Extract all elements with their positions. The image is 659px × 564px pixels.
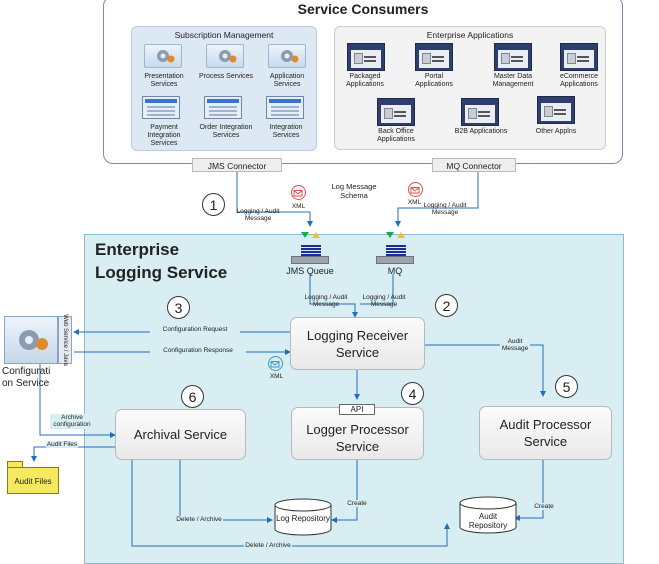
subscription-management-title: Subscription Management	[174, 30, 274, 40]
step-1-marker: 1	[202, 193, 225, 216]
log-message-schema-label: Log Message Schema	[331, 182, 377, 200]
configuration-service-icon	[4, 316, 58, 364]
application-window-icon	[560, 43, 598, 71]
configuration-request-label: Configuration Request	[150, 326, 240, 334]
enterprise-applications-title: Enterprise Applications	[426, 30, 514, 40]
audit-message-label: Audit Message	[500, 338, 530, 353]
application-window-icon	[461, 98, 499, 126]
archival-service[interactable]: Archival Service	[115, 409, 246, 460]
master-data-management-label: Master Data Management	[492, 73, 534, 89]
ecommerce-applications-label: eCommerce Applications	[559, 73, 599, 89]
audit-repository-cylinder	[459, 496, 517, 534]
jms-queue-label: JMS Queue	[286, 266, 334, 276]
screen-icon	[142, 96, 180, 119]
folder-icon	[7, 461, 23, 468]
web-service-interface: Web Service / Java	[58, 314, 72, 366]
audit-processor-service[interactable]: Audit Processor Service	[479, 406, 612, 460]
back-office-applications-label: Back Office Applications	[377, 128, 415, 144]
screen-icon	[266, 96, 304, 119]
application-window-icon	[494, 43, 532, 71]
delete-archive-label: Delete / Archive	[244, 542, 292, 550]
application-window-icon	[377, 98, 415, 126]
logging-audit-message-label: Logging / Audit Message	[236, 208, 280, 223]
mq-connector: MQ Connector	[432, 158, 516, 172]
audit-repository-label: Audit Repository	[468, 512, 508, 531]
payment-integration-services-label: Payment Integration Services	[147, 124, 181, 148]
gear-icon	[144, 44, 182, 68]
application-window-icon	[415, 43, 453, 71]
step-2-marker: 2	[435, 294, 458, 317]
other-applns-label: Other Applns	[535, 128, 577, 135]
mq-base	[376, 256, 414, 264]
xml-label: XML	[407, 199, 422, 206]
els-title-line2: Logging Service	[95, 263, 228, 282]
xml-label: XML	[269, 373, 284, 380]
els-title-line1: Enterprise	[95, 240, 180, 259]
create-label: Create	[345, 500, 369, 508]
application-window-icon	[347, 43, 385, 71]
mq-label: MQ	[387, 266, 403, 276]
configuration-service-label: Configurati on Service	[2, 366, 51, 389]
web-service-label: Web Service / Java	[62, 314, 68, 366]
jms-connector: JMS Connector	[192, 158, 282, 172]
logger-processor-service[interactable]: Logger Processor Service	[291, 407, 424, 460]
packaged-applications-label: Packaged Applications	[346, 73, 384, 89]
step-6-marker: 6	[181, 385, 204, 408]
screen-icon	[204, 96, 242, 119]
create-label: Create	[532, 503, 556, 511]
application-services-label: Application Services	[269, 73, 305, 89]
logging-audit-message-label: Logging / Audit Message	[362, 294, 406, 309]
order-integration-services-label: Order Integration Services	[199, 124, 253, 140]
step-3-marker: 3	[167, 296, 190, 319]
delete-archive-label: Delete / Archive	[175, 516, 223, 524]
logging-receiver-service[interactable]: Logging Receiver Service	[290, 317, 425, 370]
gear-icon	[268, 44, 306, 68]
log-repository-cylinder	[274, 498, 332, 536]
gear-icon	[206, 44, 244, 68]
application-window-icon	[537, 96, 575, 124]
envelope-icon	[291, 185, 306, 200]
logging-audit-message-label: Logging / Audit Message	[423, 202, 467, 217]
integration-services-label: Integration Services	[269, 124, 303, 140]
step-4-marker: 4	[401, 382, 424, 405]
process-services-label: Process Services	[198, 73, 254, 80]
xml-label: XML	[291, 203, 306, 210]
archive-configuration-label: Archive configuration	[50, 414, 94, 429]
log-repository-label: Log Repository	[276, 514, 330, 523]
envelope-icon	[408, 182, 423, 197]
audit-files-folder: Audit Files	[7, 467, 59, 494]
portal-applications-label: Portal Applications	[415, 73, 453, 89]
api-label: API	[339, 404, 375, 415]
step-5-marker: 5	[555, 375, 578, 398]
configuration-response-label: Configuration Response	[150, 347, 246, 355]
audit-files-arrow-label: Audit Files	[46, 441, 78, 449]
envelope-icon	[268, 356, 283, 371]
presentation-services-label: Presentation Services	[144, 73, 184, 89]
jms-queue-base	[291, 256, 329, 264]
b2b-applications-label: B2B Applications	[454, 128, 508, 135]
logging-audit-message-label: Logging / Audit Message	[304, 294, 348, 309]
service-consumers-title: Service Consumers	[297, 1, 429, 17]
